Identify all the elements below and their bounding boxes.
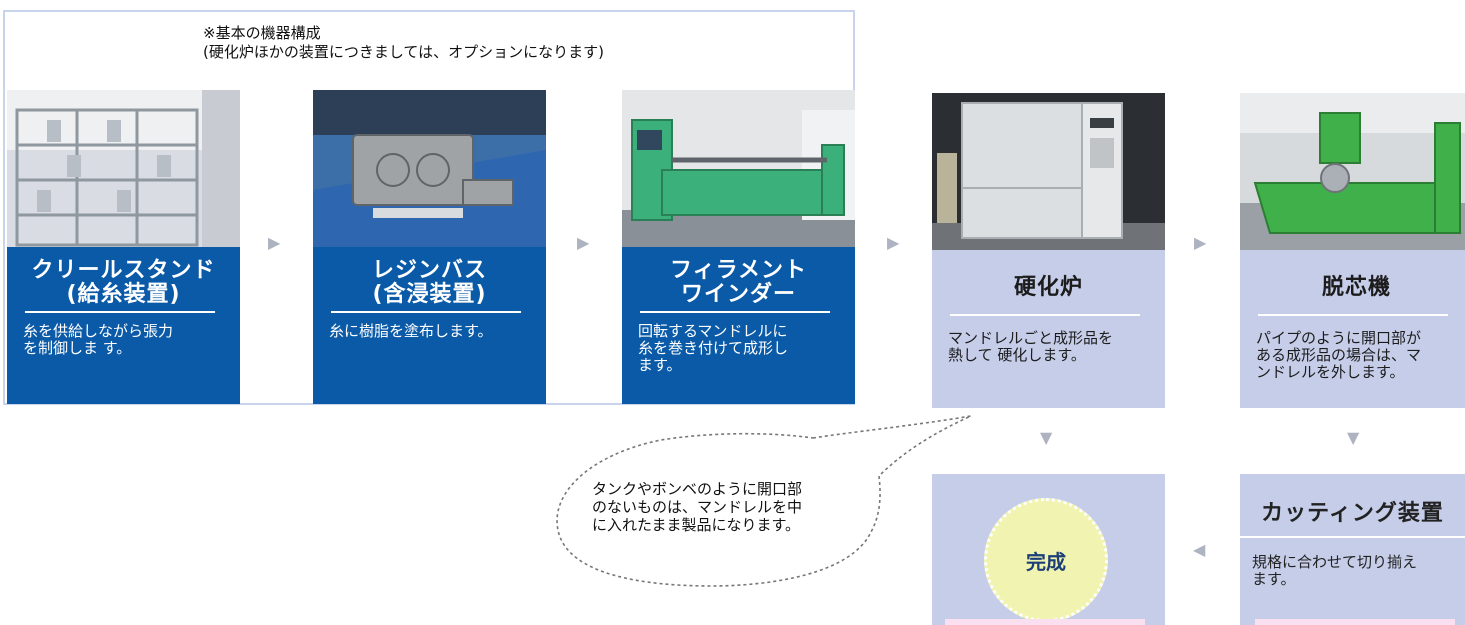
title-divider [640,311,830,313]
title-divider [331,311,521,313]
curing-oven-image [932,93,1165,250]
resin-bath-panel: レジンバス (含浸装置) 糸に樹脂を塗布します。 [313,247,546,404]
decorative-line [945,619,1145,625]
creel-stand-desc: 糸を供給しながら張力 を制御しま す。 [23,322,174,357]
right-arrow-icon: ▶ [887,233,900,252]
creel-stand-photo [7,90,240,247]
cutting-device-desc: 規格に合わせて切り揃え ます。 [1252,553,1418,588]
resin-bath-image [313,90,546,247]
title-divider [25,311,215,313]
filament-winder-photo [622,90,855,247]
curing-oven-desc: マンドレルごと成形品を 熱して 硬化します。 [948,329,1114,364]
down-arrow-icon: ▼ [1347,428,1360,447]
cutting-device-card: カッティング装置 規格に合わせて切り揃え ます。 [1240,474,1465,625]
mandrel-extractor-image [1240,93,1465,250]
config-note-line1: ※基本の機器構成 [203,24,321,42]
mandrel-extractor-desc: パイプのように開口部が ある成形品の場合は、マ ンドレルを外します。 [1256,329,1422,381]
filament-winder-desc: 回転するマンドレルに 糸を巻き付けて成形し ます。 [638,322,789,374]
resin-bath-photo [313,90,546,247]
mandrel-extractor-panel: 脱芯機 パイプのように開口部が ある成形品の場合は、マ ンドレルを外します。 [1240,250,1465,408]
resin-bath-title: レジンバス (含浸装置) [371,258,487,307]
title-divider [1240,536,1465,538]
creel-stand-title: クリールスタンド (給糸装置) [31,258,216,307]
config-note-line2: (硬化炉ほかの装置につきましては、オプションになります) [203,43,604,61]
bubble-text: タンクやボンベのように開口部 のないものは、マンドレルを中 に入れたまま製品にな… [592,480,803,534]
complete-circle: 完成 [984,498,1108,622]
right-arrow-icon: ▶ [577,233,590,252]
curing-oven-panel: 硬化炉 マンドレルごと成形品を 熱して 硬化します。 [932,250,1165,408]
title-divider [950,314,1140,316]
mandrel-extractor-photo [1240,93,1465,250]
creel-stand-panel: クリールスタンド (給糸装置) 糸を供給しながら張力 を制御しま す。 [7,247,240,404]
title-divider [1258,314,1448,316]
creel-stand-image [7,90,240,247]
filament-winder-image [622,90,855,247]
mandrel-extractor-title: 脱芯機 [1321,275,1391,300]
right-arrow-icon: ▶ [1194,233,1207,252]
left-arrow-icon: ◀ [1193,540,1206,559]
cutting-device-title: カッティング装置 [1261,501,1444,526]
curing-oven-photo [932,93,1165,250]
speech-bubble-icon [556,415,971,587]
right-arrow-icon: ▶ [268,233,281,252]
filament-winder-panel: フィラメント ワインダー 回転するマンドレルに 糸を巻き付けて成形し ます。 [622,247,855,404]
decorative-line [1255,619,1455,625]
curing-oven-title: 硬化炉 [1013,275,1083,300]
resin-bath-desc: 糸に樹脂を塗布します。 [329,322,493,340]
complete-card: 完成 [932,474,1165,625]
down-arrow-icon: ▼ [1040,428,1053,447]
filament-winder-title: フィラメント ワインダー [670,258,807,307]
config-note: ※基本の機器構成 (硬化炉ほかの装置につきましては、オプションになります) [203,24,604,62]
